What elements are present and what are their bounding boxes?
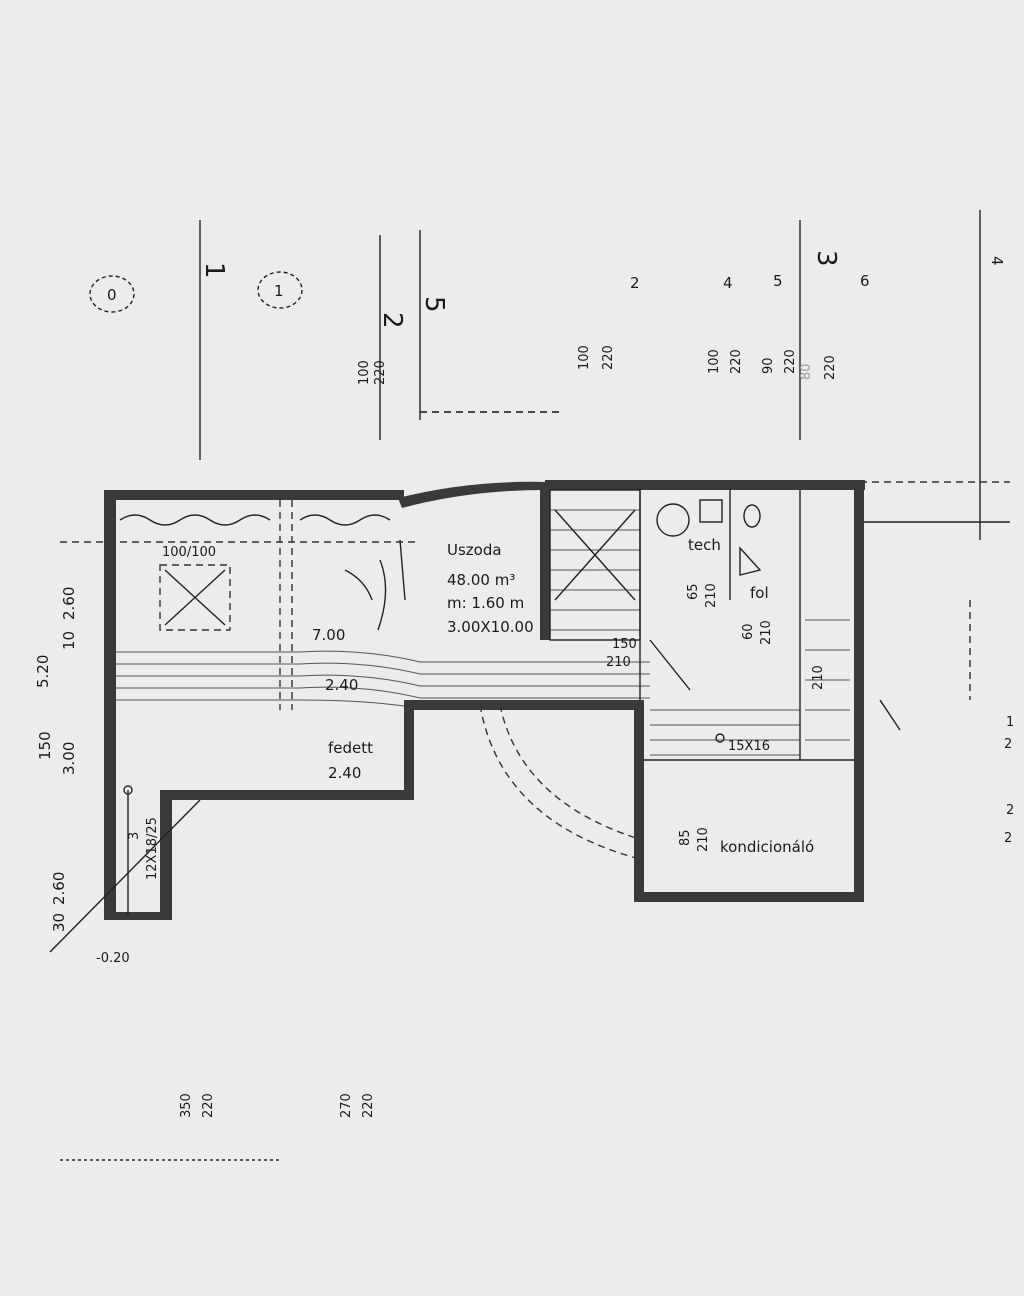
axis-circle-0: 0 — [107, 286, 117, 304]
tech-room: tech — [688, 536, 721, 554]
left-dimensions: 2.60 10 5.20 3.00 150 2.60 30 -0.20 — [34, 587, 130, 966]
door-height: 210 — [696, 827, 711, 852]
right-mark: 2 — [1006, 803, 1014, 818]
door-width: 100 — [577, 345, 592, 370]
axis-markers: 0 1 1 2 5 2 4 5 3 6 4 — [89, 250, 1006, 329]
axis-lines — [60, 210, 1010, 1161]
stair-side: 12X18/25 — [145, 817, 160, 880]
dim-2-60-lower: 2.60 — [50, 872, 68, 905]
mark-4: 4 — [723, 274, 733, 292]
door-height: 220 — [729, 349, 744, 374]
dim-width: 350 — [179, 1093, 194, 1118]
dim-150: 150 — [36, 731, 54, 760]
dim-height: 220 — [361, 1093, 376, 1118]
door-width: 80 — [799, 363, 814, 380]
dim-30: 30 — [50, 913, 68, 932]
axis-circle-1: 1 — [274, 282, 284, 300]
door-width: 100 — [357, 360, 372, 385]
dim-height: 220 — [201, 1093, 216, 1118]
mark-5: 5 — [773, 272, 783, 290]
door-height: 210 — [759, 620, 774, 645]
dim-width: 270 — [339, 1093, 354, 1118]
mark-6: 6 — [860, 272, 870, 290]
stair-step: 3 — [127, 832, 142, 840]
walls — [104, 480, 865, 920]
right-mark: 1 — [1006, 715, 1014, 730]
interior-lines — [49, 411, 901, 953]
right-marks: 1 2 2 2 — [1004, 715, 1014, 846]
skylight-size: 100/100 — [162, 545, 216, 560]
room-labels: Uszoda 48.00 m³ m: 1.60 m 3.00X10.00 7.0… — [162, 536, 814, 856]
door-width: 85 — [678, 829, 693, 846]
door-width: 60 — [741, 623, 756, 640]
door-height: 220 — [601, 345, 616, 370]
covered-name: fedett — [328, 739, 373, 757]
door-width: 90 — [761, 357, 776, 374]
dim-3-00: 3.00 — [60, 742, 78, 775]
mark-2: 2 — [630, 274, 640, 292]
stair-labels: 15X16 12X18/25 3 — [127, 739, 770, 880]
door-height: 220 — [373, 360, 388, 385]
stair-main: 15X16 — [728, 739, 770, 754]
top-door-dimensions: 100 220 100 220 100 220 90 220 80 220 — [357, 345, 838, 385]
pool-volume: 48.00 m³ — [447, 571, 515, 589]
axis-label-1: 1 — [199, 262, 229, 279]
covered-width: 2.40 — [328, 764, 361, 782]
pool-name: Uszoda — [447, 541, 502, 559]
axis-label-4: 4 — [988, 256, 1006, 266]
door-dimensions: 65 210 60 210 150 210 85 210 210 — [606, 583, 826, 852]
door-width: 150 — [612, 637, 637, 652]
right-mark: 2 — [1004, 831, 1012, 846]
door-height: 220 — [783, 349, 798, 374]
pool-length: 7.00 — [312, 626, 345, 644]
fitness-room: kondicionáló — [720, 838, 814, 856]
door-height: 220 — [823, 355, 838, 380]
axis-label-5: 5 — [419, 296, 449, 313]
door-height: 210 — [811, 665, 826, 690]
bottom-dimensions: 350 220 270 220 — [179, 1093, 376, 1118]
dim-2-60: 2.60 — [60, 587, 78, 620]
door-width: 100 — [707, 349, 722, 374]
corridor-hatching — [116, 509, 850, 756]
dim-5-20: 5.20 — [34, 655, 52, 688]
axis-label-3: 3 — [811, 250, 841, 267]
axis-label-2: 2 — [377, 312, 407, 329]
hall-width: 2.40 — [325, 676, 358, 694]
pool-size: 3.00X10.00 — [447, 618, 534, 636]
door-width: 65 — [686, 583, 701, 600]
door-height: 210 — [704, 583, 719, 608]
wc-room: fol — [750, 584, 769, 602]
right-mark: 2 — [1004, 737, 1012, 752]
dim-10: 10 — [60, 631, 78, 650]
pool-depth: m: 1.60 m — [447, 594, 524, 612]
level-mark: -0.20 — [96, 951, 130, 966]
door-height: 210 — [606, 655, 631, 670]
